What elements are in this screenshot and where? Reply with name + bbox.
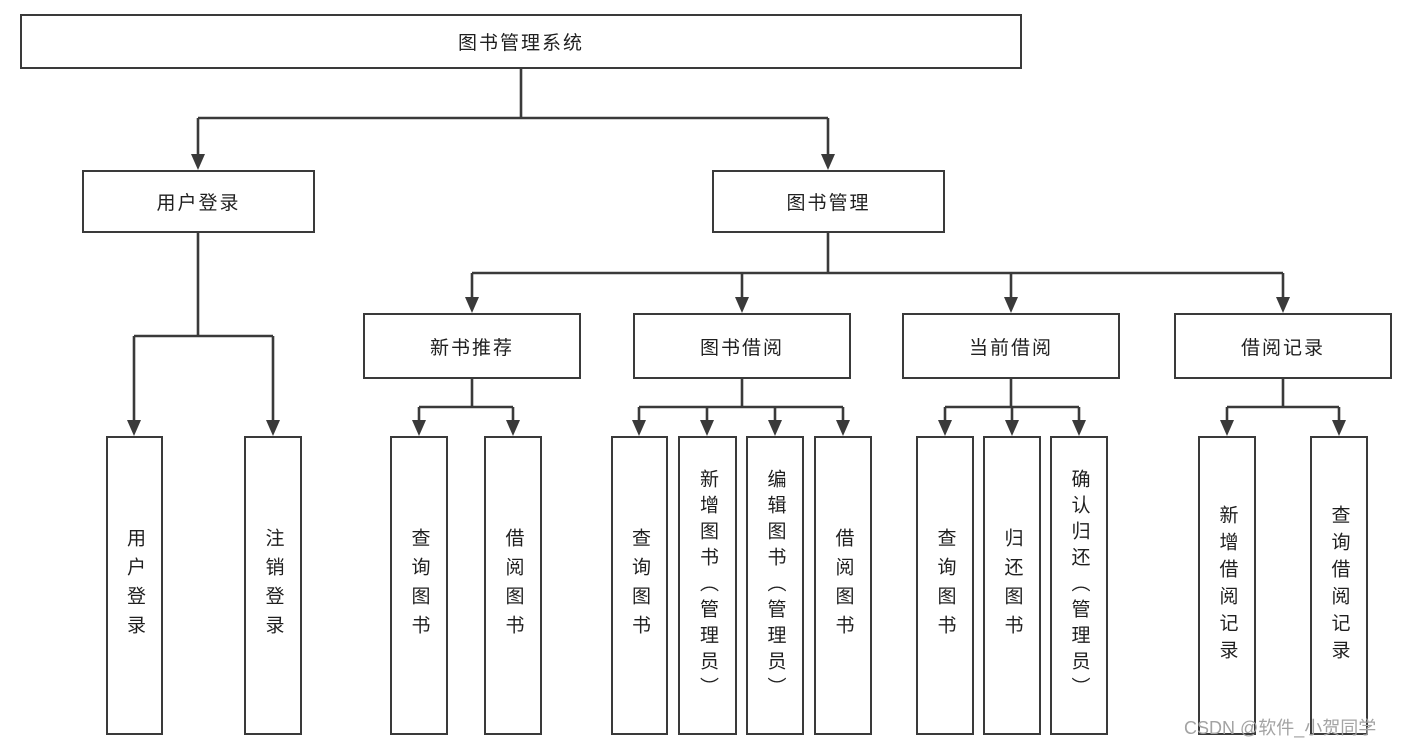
node-new-book-recommendation: 新书推荐	[363, 313, 581, 379]
csdn-watermark: CSDN @软件_小贺同学	[1184, 718, 1377, 738]
leaf-add-books-admin: 新增图书（管理员）	[678, 436, 737, 735]
leaf-return-books: 归还图书	[983, 436, 1041, 735]
node-borrowing-records: 借阅记录	[1174, 313, 1392, 379]
node-library-management-system: 图书管理系统	[20, 14, 1022, 69]
leaf-query-books-recommend: 查询图书	[390, 436, 448, 735]
connector-user-login-split	[134, 233, 273, 338]
node-book-borrowing: 图书借阅	[633, 313, 851, 379]
connector-new-book-split	[419, 379, 513, 409]
leaf-logout: 注销登录	[244, 436, 302, 735]
node-user-login: 用户登录	[82, 170, 315, 233]
connector-root-split	[198, 69, 828, 120]
connector-borrow-record-split	[1227, 379, 1339, 409]
leaf-query-books-borrow: 查询图书	[611, 436, 668, 735]
node-book-management: 图书管理	[712, 170, 945, 233]
leaf-edit-books-admin: 编辑图书（管理员）	[746, 436, 804, 735]
node-current-borrowing: 当前借阅	[902, 313, 1120, 379]
leaf-borrow-books-recommend: 借阅图书	[484, 436, 542, 735]
leaf-user-login: 用户登录	[106, 436, 163, 735]
connector-book-borrow-split	[639, 379, 843, 409]
leaf-borrow-books: 借阅图书	[814, 436, 872, 735]
leaf-query-borrow-record: 查询借阅记录	[1310, 436, 1368, 735]
connector-book-management-split	[472, 233, 1283, 275]
leaf-add-borrow-record: 新增借阅记录	[1198, 436, 1256, 735]
leaf-query-books-current: 查询图书	[916, 436, 974, 735]
leaf-confirm-return-admin: 确认归还（管理员）	[1050, 436, 1108, 735]
connector-current-borrow-split	[945, 379, 1079, 409]
